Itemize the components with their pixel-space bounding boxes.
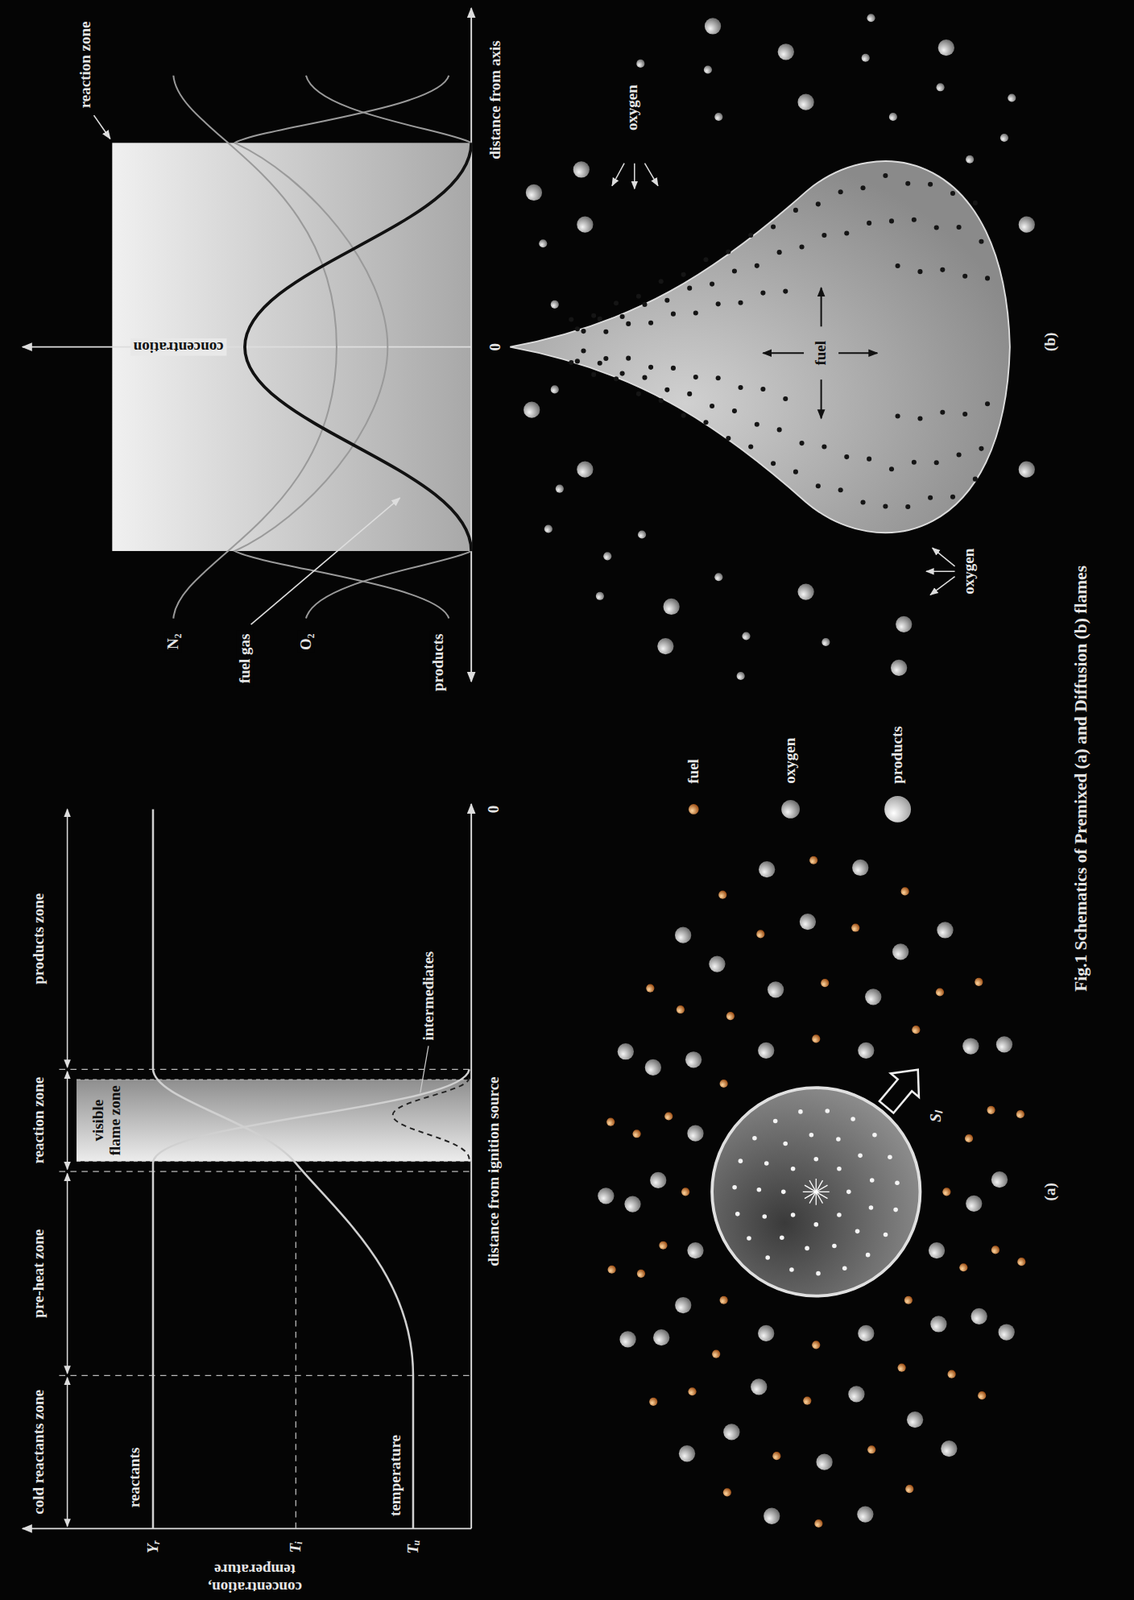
zone-arrow (66, 1173, 69, 1374)
zone-label: reaction zone (29, 1074, 48, 1167)
speed-label: Sₗ (927, 1109, 946, 1122)
zone-label: products zone (29, 877, 48, 1000)
axis (470, 8, 472, 682)
fuel-label: fuel (812, 340, 831, 366)
fuel-arrow (820, 287, 823, 327)
curve-label: products (430, 630, 448, 695)
zone-boundary (58, 1374, 472, 1376)
zone-label: reaction zone (76, 20, 95, 108)
zone-boundary (76, 1160, 472, 1162)
oxygen-label: oxygen (623, 84, 642, 131)
zone-arrow (66, 1377, 69, 1527)
oxygen-label: oxygen (960, 548, 978, 595)
curve-label: N₂ (164, 630, 183, 653)
fuel-arrow (762, 351, 804, 354)
legend-sample (781, 799, 800, 819)
level-line (295, 1171, 297, 1528)
flame-sphere (711, 1087, 920, 1296)
fuel-arrow (820, 379, 823, 419)
label-arrow (251, 497, 401, 625)
oxygen-arrow (644, 163, 658, 187)
axis (22, 1527, 472, 1529)
reactant-molecules (597, 856, 1026, 1528)
ignition-spark (802, 1178, 830, 1205)
legend-text: products (889, 725, 907, 783)
curve-label: O₂ (297, 630, 315, 654)
product-dots (732, 1108, 899, 1275)
reactants-curve (153, 1068, 470, 1528)
zone-arrow (66, 808, 69, 1067)
curve-label: reactants (125, 1447, 144, 1508)
zone-boundary (58, 1170, 472, 1172)
axis-label: distance from axis (487, 40, 505, 159)
tick-label: Yᵣ (144, 1539, 162, 1553)
zone-label: cold reactants zone (29, 1380, 48, 1524)
oxygen-arrow (612, 163, 625, 187)
figure-caption: Fig.1 Schematics of Premixed (a) and Dif… (1071, 565, 1092, 992)
legend-sample (688, 803, 700, 815)
panel-label: (a) (1042, 1182, 1060, 1201)
label-arrow (94, 115, 111, 139)
leader-line (420, 1045, 429, 1093)
zone-label: pre-heat zone (29, 1212, 48, 1335)
diffusion-flame (509, 161, 1010, 533)
flame-speed-arrow (872, 1057, 932, 1119)
visible-flame-band (76, 1079, 472, 1161)
oxygen-curve (306, 550, 472, 619)
fuel-dots (568, 173, 990, 510)
legend-sample (884, 795, 911, 823)
legend-text: oxygen (782, 737, 800, 784)
axis (470, 803, 472, 1528)
legend-text: fuel (684, 758, 703, 784)
curve-label: intermediates (419, 951, 438, 1041)
axis (22, 346, 472, 348)
oxygen-arrow (926, 571, 955, 573)
oxygen-curve (306, 75, 472, 144)
temperature-curve (153, 808, 414, 1528)
panel-label: (b) (1042, 332, 1060, 352)
zone-boundary (76, 1078, 472, 1080)
oxygen-arrow (930, 576, 955, 596)
zone-label: visible flame zone (89, 1084, 125, 1156)
fuel-arrow (838, 351, 878, 354)
oxygen-molecules (523, 13, 1035, 680)
tick-label: Tᵢ (286, 1540, 305, 1553)
tick-label: Tᵤ (404, 1539, 423, 1553)
intermediates-curve (393, 1077, 470, 1159)
axis-label: concentration (130, 338, 227, 356)
axis-tick: 0 (487, 343, 505, 351)
zone-boundary (58, 1068, 472, 1070)
axis-label: concentration, temperature (194, 1559, 317, 1595)
products-curve (234, 75, 449, 619)
curve-label: fuel gas (235, 630, 254, 687)
axis-label: distance from ignition source (484, 1076, 503, 1266)
axis-tick: 0 (484, 805, 503, 813)
curve-label: temperature (387, 1434, 406, 1516)
oxygen-arrow (932, 547, 956, 567)
zone-arrow (66, 1071, 69, 1170)
oxygen-arrow (633, 163, 636, 190)
fuel-curve (244, 142, 472, 551)
